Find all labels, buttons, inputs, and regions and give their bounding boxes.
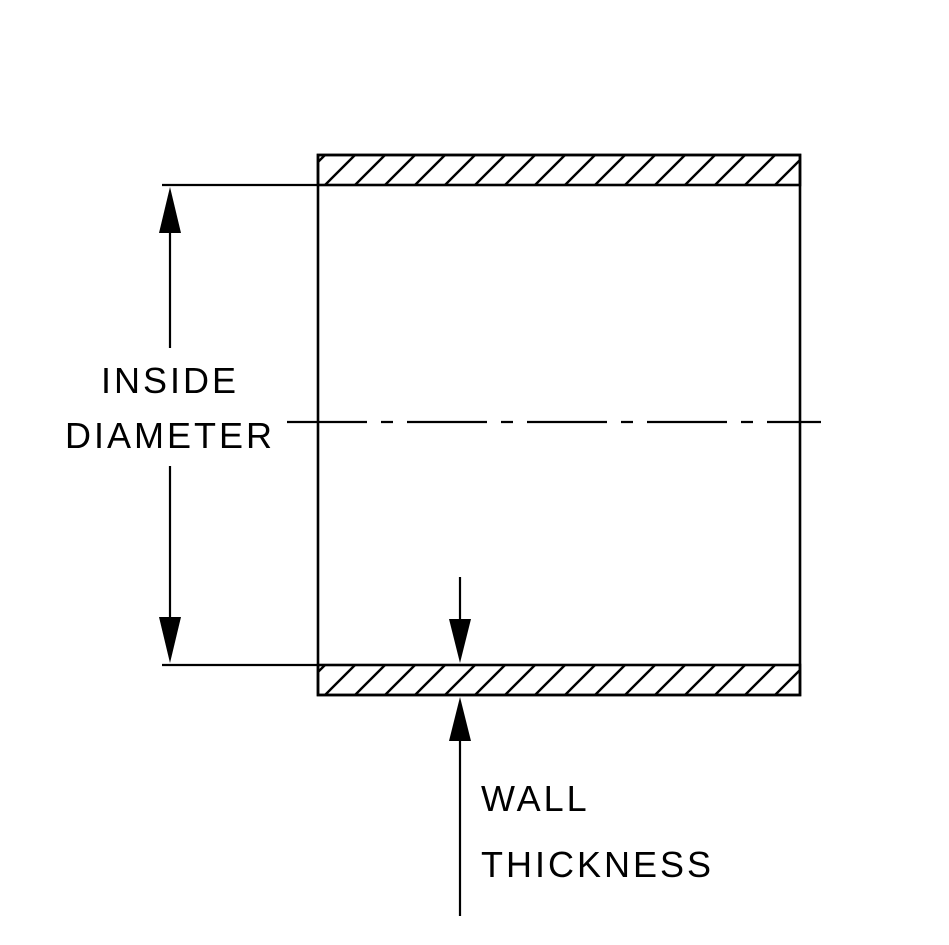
wall-arrow-down-icon	[449, 619, 471, 663]
wall-thickness-label-line2: THICKNESS	[481, 844, 714, 885]
inside-diameter-label-line1: INSIDE	[101, 360, 239, 401]
tube-body	[316, 153, 802, 697]
inside-diameter-label-line2: DIAMETER	[65, 415, 275, 456]
wall-thickness-label-line1: WALL	[481, 778, 590, 819]
top-wall-section	[316, 153, 802, 187]
bottom-wall-section	[316, 663, 802, 697]
inside-diameter-dimension: INSIDE DIAMETER	[65, 183, 318, 667]
arrow-down-icon	[159, 617, 181, 663]
arrow-up-icon	[159, 187, 181, 233]
wall-arrow-up-icon	[449, 697, 471, 741]
wall-thickness-dimension: WALL THICKNESS	[449, 577, 714, 916]
